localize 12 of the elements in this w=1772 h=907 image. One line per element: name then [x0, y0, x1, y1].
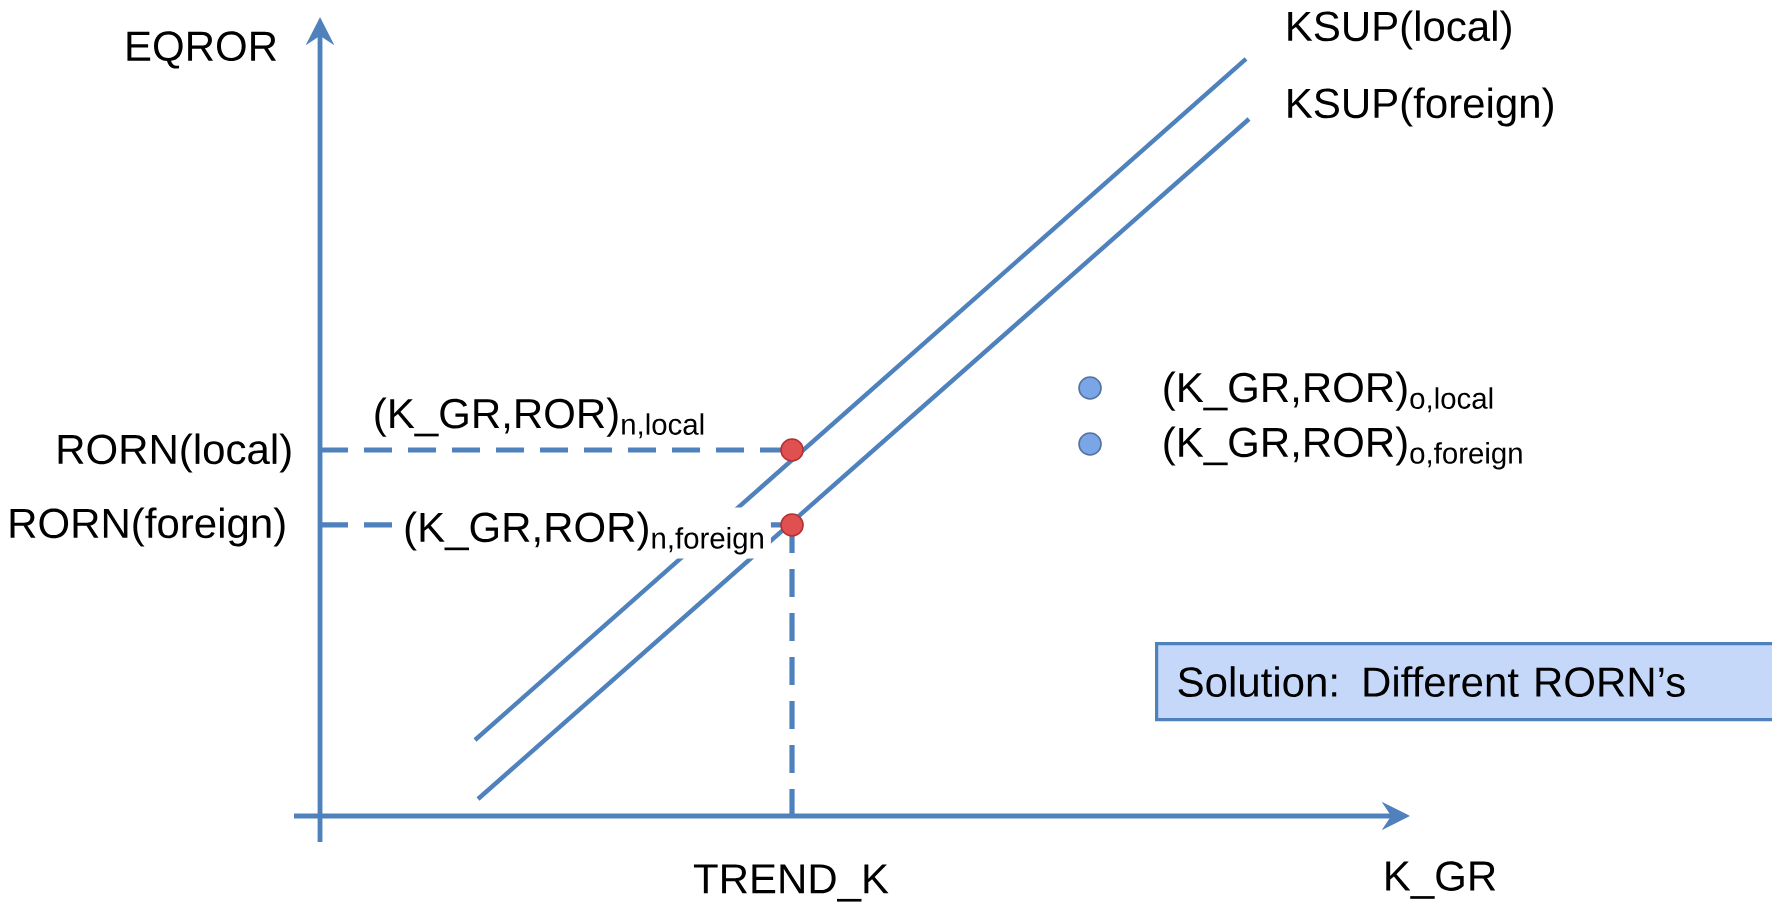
axis-label: EQROR — [127, 31, 277, 69]
axis-label: (K_GR,ROR)$_{n,local}$ — [375, 397, 704, 439]
axis-label: KSUP(foreign) — [1288, 87, 1553, 127]
axis-label: K_GR — [1386, 861, 1496, 899]
axis-label: KSUP(local) — [1288, 10, 1511, 50]
solution-box: Solution: Different RORN’s — [1155, 642, 1772, 722]
axis-label: TREND_K — [693, 864, 889, 902]
legend-label: (K_GR,ROR)$_{o,foreign}$ — [1164, 426, 1522, 470]
axis-label: RORN(foreign) — [10, 507, 285, 547]
axis-label: (K_GR,ROR)$_{n,foreign}$ — [399, 507, 771, 559]
legend-label: (K_GR,ROR)$_{o,local}$ — [1164, 371, 1493, 413]
axis-label: RORN(local) — [58, 433, 291, 473]
